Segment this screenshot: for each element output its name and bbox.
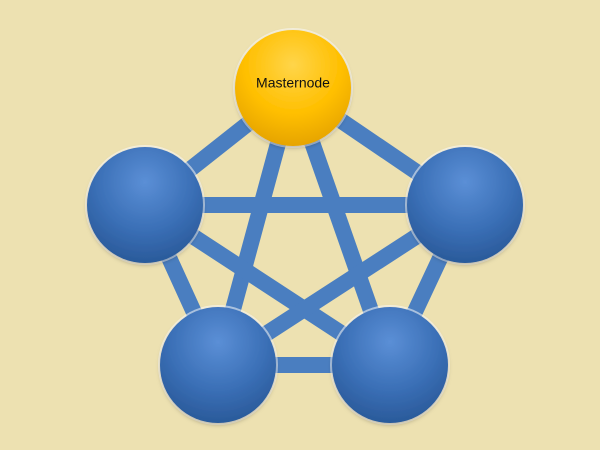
node-peer-bottom-right bbox=[330, 305, 450, 425]
master-node-circle bbox=[235, 30, 351, 146]
node-master: Masternode bbox=[233, 28, 353, 148]
node-peer-bottom-left bbox=[158, 305, 278, 425]
peer-node-circle bbox=[160, 307, 276, 423]
node-peer-right bbox=[405, 145, 525, 265]
peer-node-circle bbox=[407, 147, 523, 263]
master-node-label: Masternode bbox=[256, 75, 330, 91]
nodes-layer: Masternode bbox=[85, 28, 525, 425]
peer-node-circle bbox=[87, 147, 203, 263]
peer-node-circle bbox=[332, 307, 448, 423]
node-peer-left bbox=[85, 145, 205, 265]
